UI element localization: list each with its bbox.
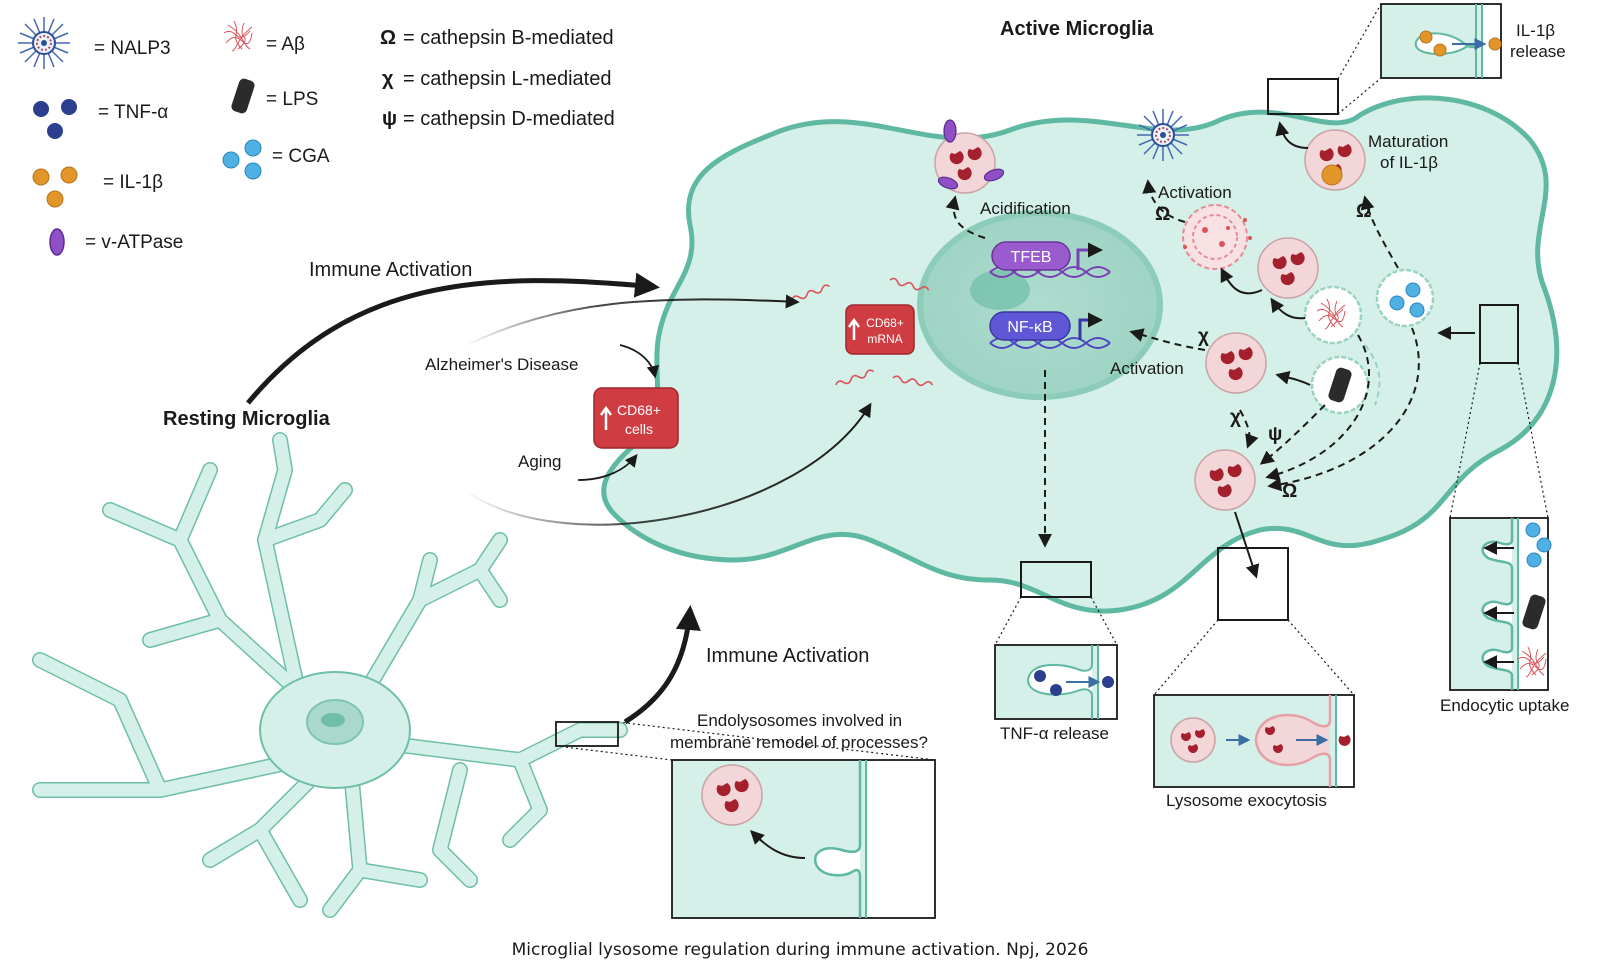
exocytosis-zoom-source [1217,547,1289,621]
psi-lower: ψ [1268,424,1282,445]
exocytosis-label: Lysosome exocytosis [1166,791,1327,810]
immune-activation-top-label: Immune Activation [309,259,472,281]
cd68-mrna: CD68+ mRNA [790,276,934,389]
cd68-mrna-label-1: CD68+ [866,316,904,330]
acidification-lysosome: Acidification [934,119,1071,218]
endolysosome-label-2: membrane remodel of processes? [670,733,928,752]
il1b-icon [32,166,78,208]
tfeb-gene: TFEB [989,241,1111,278]
nalp3-activation-label: Activation [1158,183,1232,202]
legend-abeta: = Aβ [266,34,305,55]
cd68-cells-label-2: cells [625,421,653,437]
legend-cga: = CGA [272,146,330,167]
endosome-lps [1310,355,1370,415]
nfkb-gene: NF-κB [989,311,1111,349]
il1b-release-inset [1380,3,1502,79]
tfeb-label: TFEB [1011,249,1052,266]
endosome-abeta [1303,285,1363,345]
resting-microglia-cell [32,432,628,918]
endosome-cga [1375,268,1435,328]
lysosome-lower [1194,449,1256,511]
vatpase-icon [49,228,65,256]
il1b-release-label-1: IL-1β [1516,21,1555,40]
nalp3-icon [17,16,71,70]
omega-lower: Ω [1282,481,1297,502]
tnf-release-inset [994,644,1118,720]
immune-activation-arrow-bottom [623,605,701,725]
active-microglia-cell: Active Microglia [601,18,1560,614]
immune-activation-bottom-label: Immune Activation [706,645,869,667]
legend-il1b: = IL-1β [103,172,163,193]
legend-omega: = cathepsin B-mediated [403,27,614,49]
cd68-cells-label-1: CD68+ [617,402,661,418]
cga-icon [222,139,262,180]
endocytic-uptake-inset [1449,517,1552,691]
il1b-zoom-source [1267,78,1339,115]
process-zoom-source [555,721,619,747]
resting-microglia-title: Resting Microglia [163,408,331,430]
endolysosome-inset [671,759,936,919]
lysosome-middle [1205,332,1267,394]
lps-icon [230,77,256,115]
endocytic-zoom-source [1479,304,1519,364]
nfkb-box [989,311,1071,341]
tfeb-box [991,241,1071,271]
legend-chi: = cathepsin L-mediated [403,68,611,90]
cd68-cells-box: CD68+ cells [593,387,679,449]
active-microglia-title: Active Microglia [1000,18,1154,40]
legend: = NALP3 = TNF-α = IL-1β = v-ATPase = Aβ … [17,16,615,256]
alzheimers-label: Alzheimer's Disease [425,355,578,374]
figure-caption: Microglial lysosome regulation during im… [512,940,1089,960]
chi-nfkb: χ [1198,326,1209,347]
legend-tnf: = TNF-α [98,102,168,123]
nucleolus [970,270,1030,310]
endolysosome-label-1: Endolysosomes involved in [697,711,902,730]
lysosome-upper [1257,237,1319,299]
acidification-label: Acidification [980,199,1071,218]
omega-nalp3: Ω [1155,204,1170,225]
ruptured-lysosome [1182,204,1252,270]
psi-symbol: ψ [382,108,397,130]
maturation-label-1: Maturation [1368,132,1448,151]
legend-lps: = LPS [266,89,318,110]
nucleus [917,210,1163,400]
immune-activation-arrow-top [246,272,660,405]
maturation-label-2: of IL-1β [1380,153,1438,172]
cd68-mrna-box [845,304,915,355]
nfkb-activation-label: Activation [1110,359,1184,378]
il1b-release-label-2: release [1510,42,1566,61]
legend-vatpase: = v-ATPase [85,232,183,253]
nfkb-label: NF-κB [1007,319,1052,336]
nalp3-active-icon [1136,108,1190,162]
cd68-mrna-label-2: mRNA [867,332,902,346]
tnf-icon [33,99,77,139]
chi-lower: χ [1230,407,1241,428]
tnf-release-label: TNF-α release [1000,724,1109,743]
legend-psi: = cathepsin D-mediated [403,108,615,130]
tnf-zoom-source [1020,561,1092,598]
chi-symbol: χ [382,68,394,90]
exocytosis-inset [1153,694,1355,788]
omega-symbol: Ω [380,27,396,49]
endocytic-uptake-label: Endocytic uptake [1440,696,1569,715]
aging-label: Aging [518,452,561,471]
abeta-icon [223,20,253,52]
il1b-maturation-lysosome [1304,129,1366,191]
legend-nalp3: = NALP3 [94,38,171,59]
